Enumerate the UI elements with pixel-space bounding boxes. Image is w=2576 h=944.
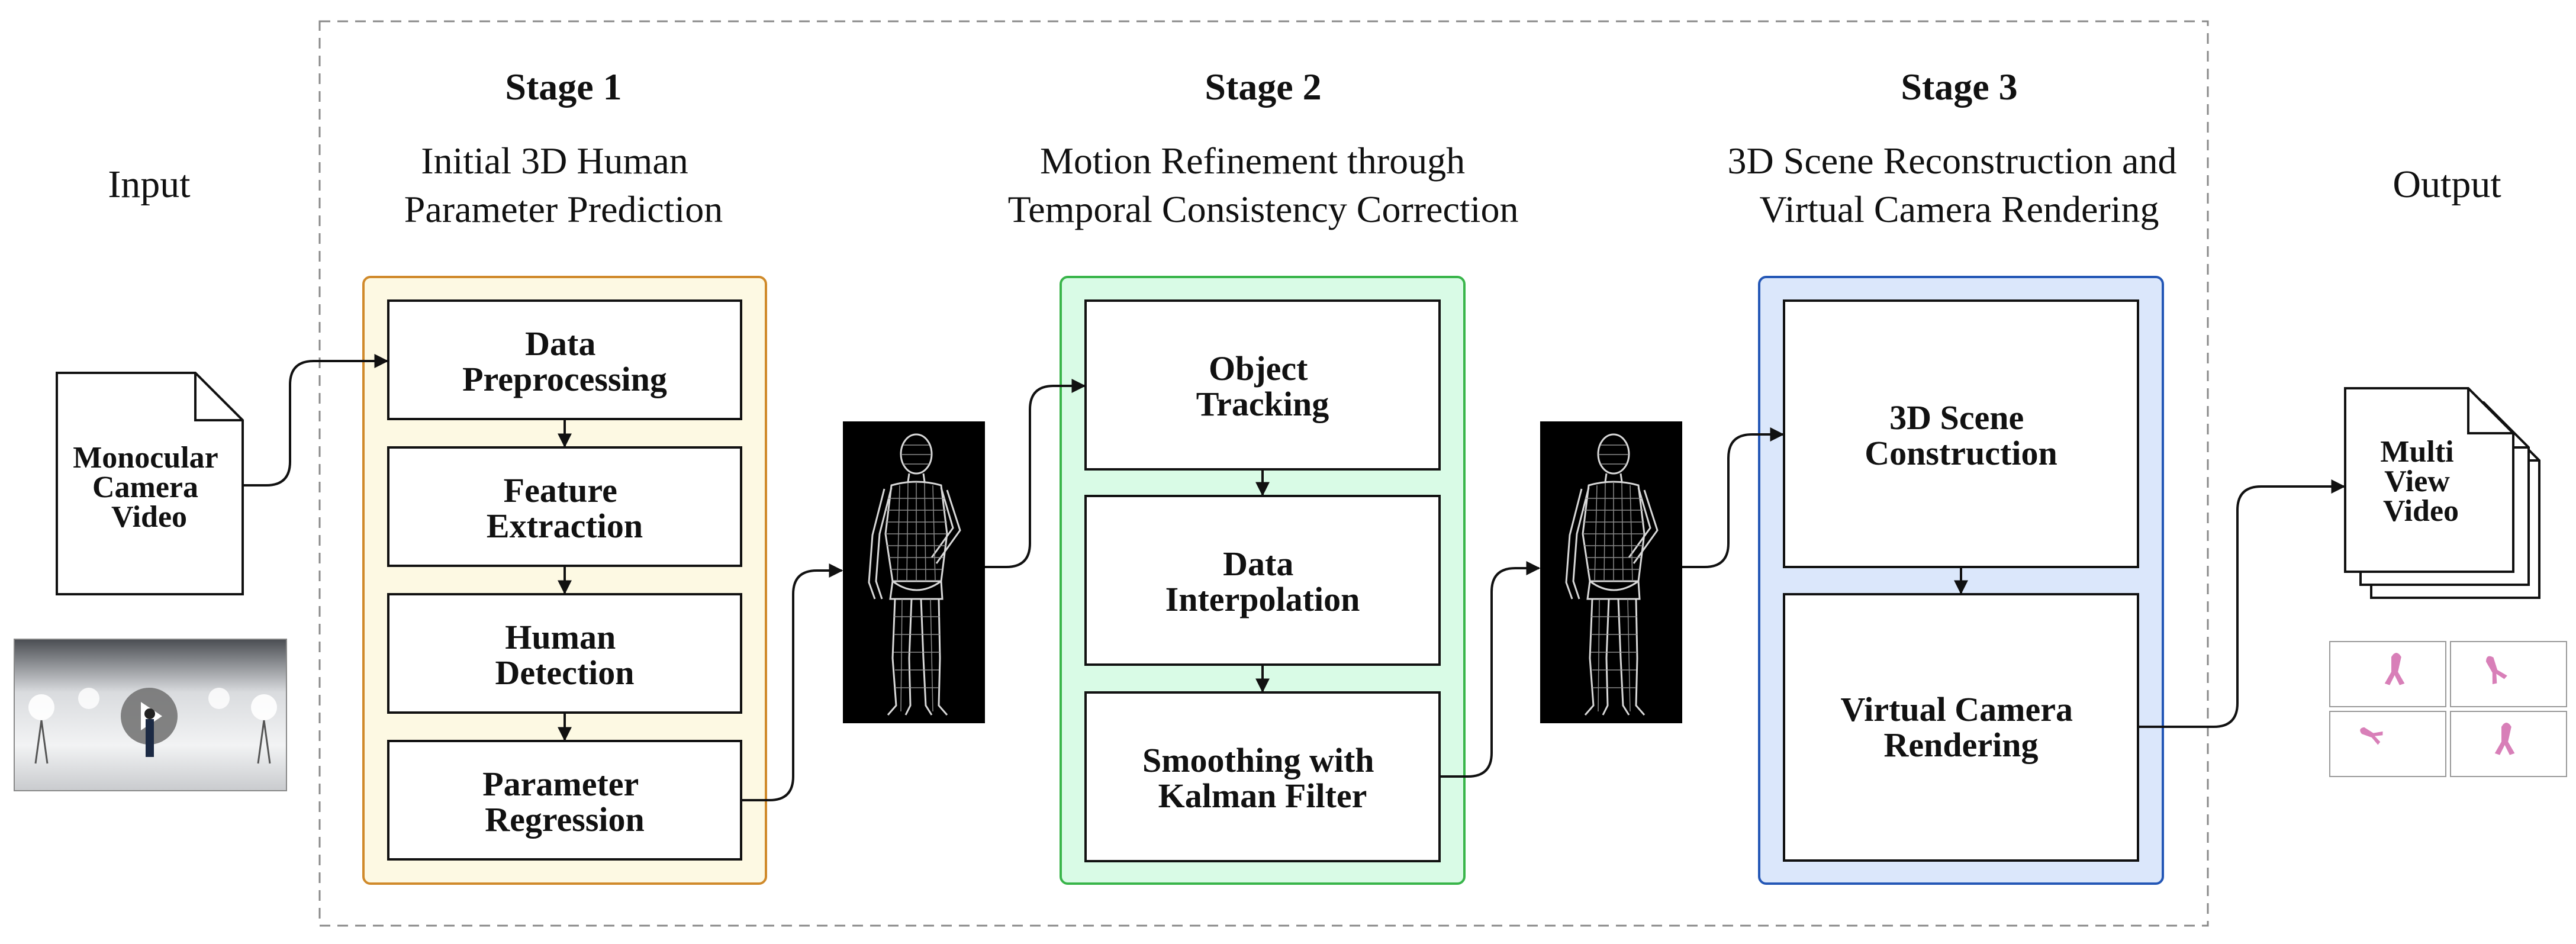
input-section: Input Monocular Camera Video bbox=[14, 163, 287, 791]
stage-1-title: Stage 1 bbox=[505, 66, 622, 108]
step-parameter-regression-label: Parameter Regression bbox=[482, 765, 646, 839]
output-section: Output Multi View Video bbox=[2329, 163, 2567, 777]
step-feature-extraction-label: Feature Extraction bbox=[487, 471, 643, 545]
input-doc-label: Monocular Camera Video bbox=[73, 441, 226, 534]
step-human-detection[interactable] bbox=[387, 593, 742, 714]
input-document-icon bbox=[56, 372, 244, 595]
stage-2: Stage 2 Motion Refinement through Tempor… bbox=[1008, 66, 1519, 885]
connector-mesh1-to-stage2 bbox=[985, 379, 1086, 568]
connector-input-to-stage1 bbox=[243, 354, 389, 487]
step-data-interpolation[interactable] bbox=[1084, 495, 1441, 666]
human-mesh-icon bbox=[1539, 420, 1683, 724]
step-data-interpolation-label: Data Interpolation bbox=[1165, 545, 1360, 618]
step-virtual-camera-rendering[interactable] bbox=[1783, 593, 2139, 862]
stage-2-subtitle: Motion Refinement through Temporal Consi… bbox=[1008, 140, 1519, 230]
step-human-detection-label: Human Detection bbox=[495, 618, 634, 692]
human-mesh-icon bbox=[842, 420, 986, 724]
step-kalman-smoothing[interactable] bbox=[1084, 691, 1441, 862]
stage-1: Stage 1 Initial 3D Human Parameter Predi… bbox=[362, 66, 767, 885]
output-document-stack-icon bbox=[2344, 387, 2540, 599]
stages-frame bbox=[318, 20, 2209, 927]
stage-3: Stage 3 3D Scene Reconstruction and Virt… bbox=[1728, 66, 2187, 885]
step-virtual-camera-rendering-label: Virtual Camera Rendering bbox=[1841, 690, 2082, 764]
step-kalman-smoothing-label: Smoothing with Kalman Filter bbox=[1142, 741, 1383, 815]
stage-1-subtitle: Initial 3D Human Parameter Prediction bbox=[404, 140, 723, 230]
output-title: Output bbox=[2393, 163, 2501, 206]
stage-3-subtitle: 3D Scene Reconstruction and Virtual Came… bbox=[1728, 140, 2187, 230]
connector-stage2-to-mesh2 bbox=[1440, 561, 1541, 778]
stage-3-title: Stage 3 bbox=[1901, 66, 2017, 108]
multi-view-grid-icon[interactable] bbox=[2329, 641, 2567, 777]
step-3d-scene-construction-label: 3D Scene Construction bbox=[1865, 398, 2057, 472]
step-data-preprocessing-label: Data Preprocessing bbox=[462, 324, 667, 398]
step-feature-extraction[interactable] bbox=[387, 446, 742, 567]
output-doc-label: Multi View Video bbox=[2380, 435, 2461, 528]
step-object-tracking-label: Object Tracking bbox=[1196, 349, 1329, 423]
connector-mesh2-to-stage3 bbox=[1682, 427, 1785, 568]
connector-stage3-to-output bbox=[2138, 479, 2346, 728]
step-object-tracking[interactable] bbox=[1084, 299, 1441, 471]
input-video-thumbnail[interactable] bbox=[14, 639, 287, 791]
step-data-preprocessing[interactable] bbox=[387, 299, 742, 420]
input-title: Input bbox=[108, 163, 190, 206]
connector-stage1-to-mesh1 bbox=[741, 563, 843, 801]
step-3d-scene-construction[interactable] bbox=[1783, 299, 2139, 568]
stage-2-title: Stage 2 bbox=[1205, 66, 1321, 108]
step-parameter-regression[interactable] bbox=[387, 740, 742, 861]
